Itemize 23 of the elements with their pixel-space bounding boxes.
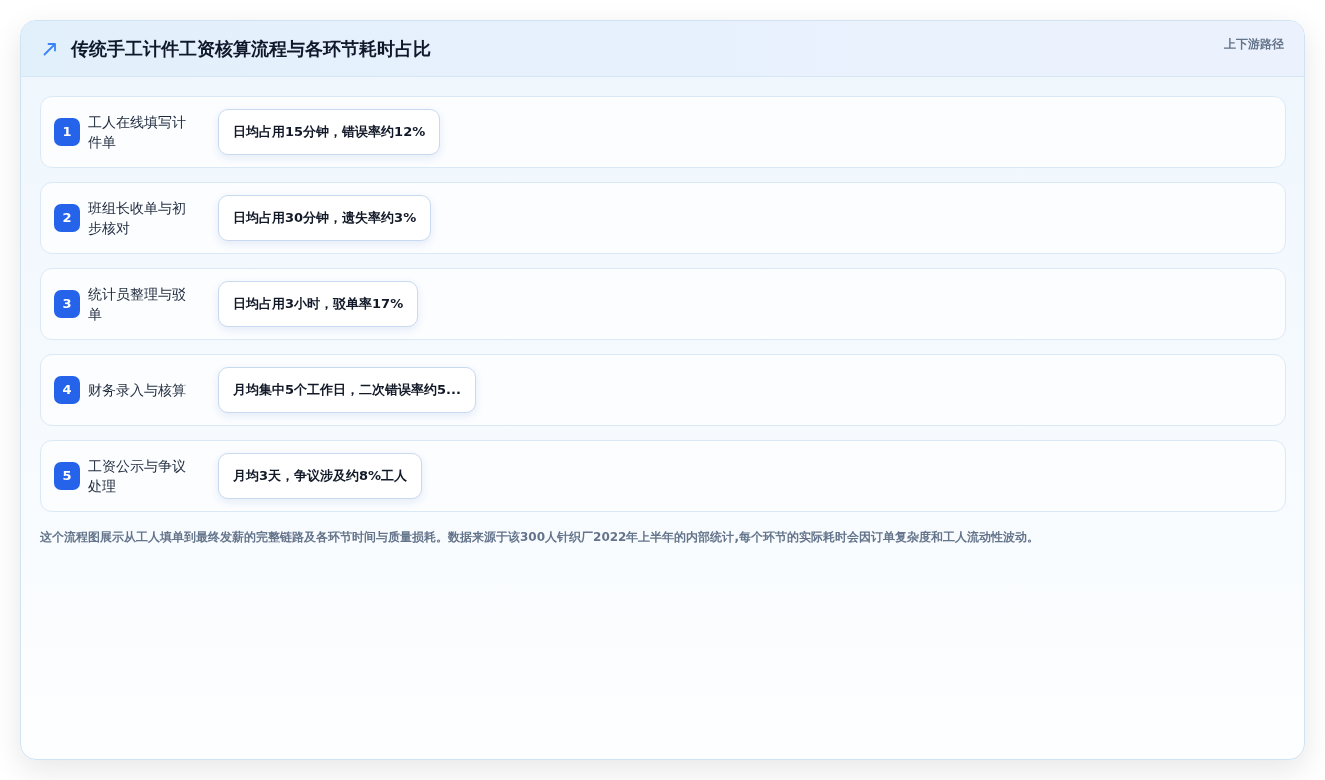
diagram-title: 传统手工计件工资核算流程与各环节耗时占比	[71, 36, 431, 61]
header-note: 上下游路径	[1224, 36, 1284, 52]
step-number-badge: 5	[54, 462, 80, 490]
process-step-card	[40, 268, 1286, 340]
step-number-badge: 1	[54, 118, 80, 146]
step-name: 统计员整理与驳单	[88, 285, 187, 324]
caption-text: 这个流程图展示从工人填单到最终发薪的完整链路及各环节时间与质量损耗。数据来源于该300人针织厂2022年上半年的内部统计,每个环节的实际耗时会因订单复杂度和工人流动性波动。	[40, 529, 1040, 546]
process-step-card	[40, 96, 1286, 168]
metric-pill: 月均集中5个工作日，二次错误率约5...	[218, 367, 476, 413]
metric-pill: 月均3天，争议涉及约8%工人	[218, 453, 423, 499]
step-name: 班组长收单与初步核对	[88, 199, 187, 238]
process-step-card	[40, 440, 1286, 512]
step-number-badge: 2	[54, 204, 80, 232]
process-step-card	[40, 354, 1286, 426]
step-name: 工资公示与争议处理	[88, 457, 187, 496]
step-number-badge: 4	[54, 376, 80, 404]
metric-pill: 日均占用30分钟，遗失率约3%	[218, 195, 432, 241]
process-step-card	[40, 182, 1286, 254]
metric-pill: 日均占用3小时，驳单率17%	[218, 281, 419, 327]
step-name: 财务录入与核算	[88, 381, 187, 400]
metric-pill: 日均占用15分钟，错误率约12%	[218, 109, 441, 155]
step-number-badge: 3	[54, 290, 80, 318]
step-name: 工人在线填写计件单	[88, 113, 187, 152]
